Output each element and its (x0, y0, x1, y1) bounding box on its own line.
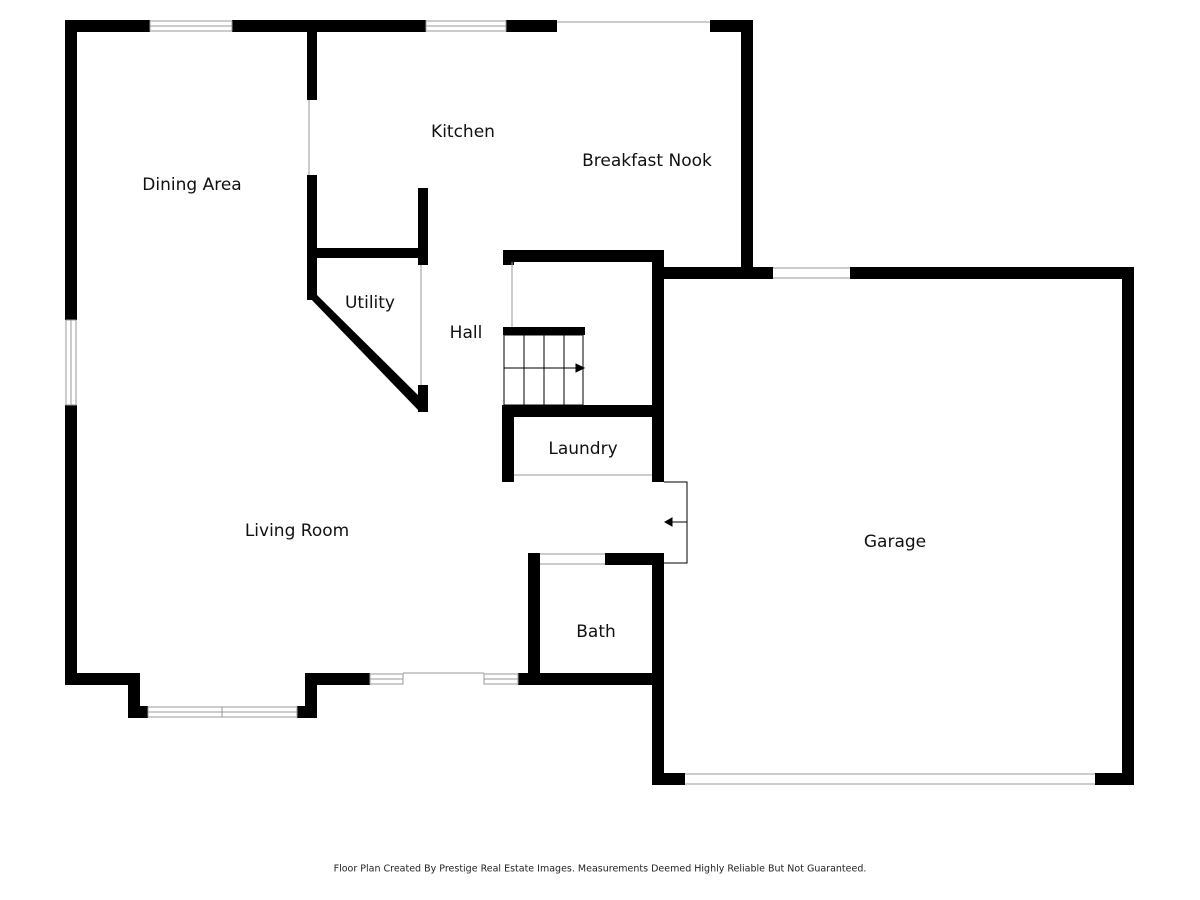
room-label-hall: Hall (449, 323, 483, 343)
footer-disclaimer: Floor Plan Created By Prestige Real Esta… (333, 863, 867, 875)
room-label-dining-area: Dining Area (142, 175, 242, 195)
room-label-laundry: Laundry (548, 439, 618, 459)
room-label-kitchen: Kitchen (431, 122, 495, 142)
garage-door-swing (663, 481, 688, 564)
room-label-breakfast-nook: Breakfast Nook (582, 151, 712, 171)
room-label-bath: Bath (576, 622, 616, 642)
windows (65, 20, 1095, 785)
walls (65, 20, 1134, 785)
room-label-utility: Utility (344, 293, 396, 313)
room-label-living-room: Living Room (244, 521, 350, 541)
room-label-garage: Garage (863, 532, 927, 552)
stairs (503, 334, 586, 406)
